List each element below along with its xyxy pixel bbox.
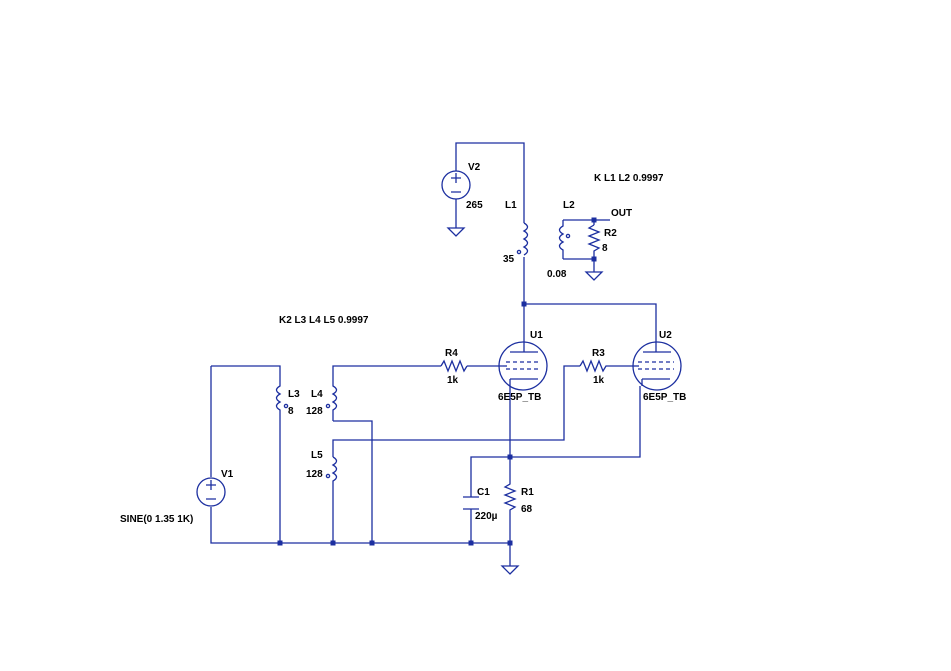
l5-name: L5: [311, 450, 323, 461]
r3-value: 1k: [593, 375, 605, 386]
vacuum-tube-u1[interactable]: [498, 341, 548, 391]
r1-name: R1: [521, 487, 534, 498]
wires: [210, 142, 657, 566]
v1-value: SINE(0 1.35 1K): [120, 514, 193, 525]
inductor-l4[interactable]: [325, 381, 338, 421]
u1-name: U1: [530, 330, 543, 341]
l1-value: 35: [503, 254, 515, 265]
r4-name: R4: [445, 348, 458, 359]
voltage-source-v2[interactable]: [441, 170, 471, 200]
l2-value: 0.08: [547, 269, 567, 280]
net-label-out: OUT: [611, 208, 632, 219]
u2-value: 6E5P_TB: [643, 392, 686, 403]
directive-k2: K2 L3 L4 L5 0.9997: [279, 315, 369, 326]
l4-name: L4: [311, 389, 323, 400]
v1-name: V1: [221, 469, 234, 480]
l2-name: L2: [563, 200, 575, 211]
junction-dot: [468, 540, 474, 546]
capacitor-c1[interactable]: [463, 496, 479, 510]
l3-value: 8: [288, 406, 294, 417]
c1-value: 220µ: [475, 511, 498, 522]
l5-value: 128: [306, 469, 323, 480]
resistor-r1[interactable]: [503, 480, 517, 516]
inductor-l5[interactable]: [325, 456, 338, 483]
r3-name: R3: [592, 348, 605, 359]
v2-name: V2: [468, 162, 481, 173]
ground-symbol: [584, 271, 604, 281]
ground-symbol: [446, 227, 466, 237]
junction-dot: [507, 540, 513, 546]
directive-k1: K L1 L2 0.9997: [594, 173, 664, 184]
inductor-l1[interactable]: [516, 222, 529, 256]
junctions: [277, 217, 597, 546]
l1-name: L1: [505, 200, 517, 211]
inductor-l2[interactable]: [558, 220, 571, 259]
r2-value: 8: [602, 243, 608, 254]
resistor-r2[interactable]: [587, 224, 601, 254]
c1-name: C1: [477, 487, 490, 498]
ground-symbol: [500, 565, 520, 575]
junction-dot: [591, 217, 597, 223]
r1-value: 68: [521, 504, 533, 515]
u1-value: 6E5P_TB: [498, 392, 541, 403]
v2-value: 265: [466, 200, 483, 211]
l4-value: 128: [306, 406, 323, 417]
junction-dot: [521, 301, 527, 307]
l3-name: L3: [288, 389, 300, 400]
junction-dot: [591, 256, 597, 262]
junction-dot: [277, 540, 283, 546]
u2-name: U2: [659, 330, 672, 341]
junction-dot: [330, 540, 336, 546]
r2-name: R2: [604, 228, 617, 239]
resistor-r3[interactable]: [579, 359, 614, 373]
junction-dot: [507, 454, 513, 460]
r4-value: 1k: [447, 375, 459, 386]
voltage-source-v1[interactable]: [196, 477, 226, 507]
vacuum-tube-u2[interactable]: [632, 341, 682, 391]
resistor-r4[interactable]: [440, 359, 468, 373]
inductor-l3[interactable]: [275, 381, 289, 421]
junction-dot: [369, 540, 375, 546]
